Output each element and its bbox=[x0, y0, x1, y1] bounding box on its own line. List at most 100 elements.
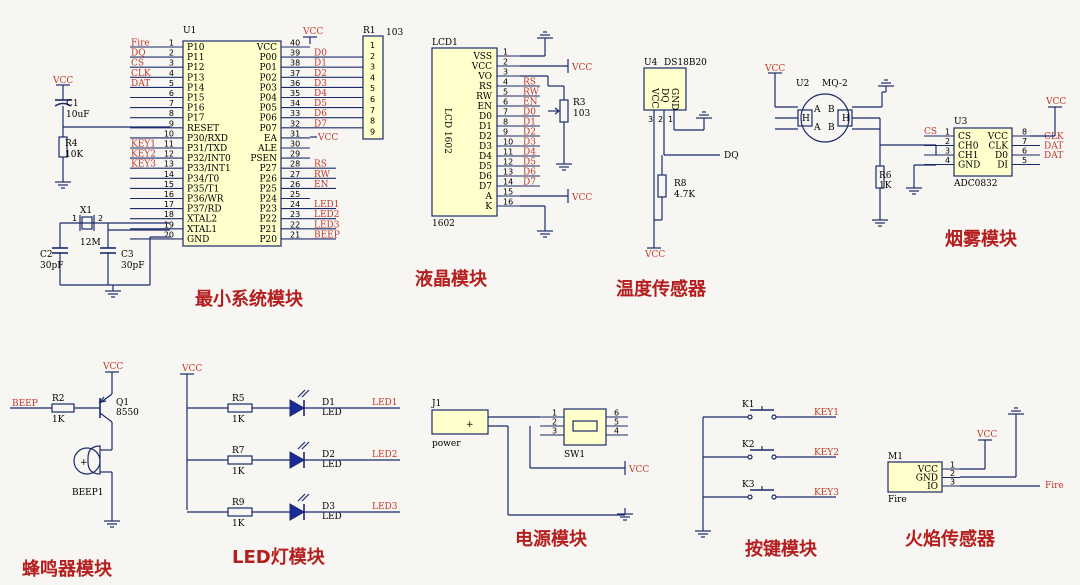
beep-vcc-label: VCC bbox=[102, 362, 123, 372]
key-net-label: KEY2 bbox=[814, 448, 839, 458]
key-contact bbox=[771, 454, 777, 460]
lcd-part: 1602 bbox=[432, 219, 455, 229]
mcu-pin-number: 15 bbox=[164, 180, 174, 189]
adc-vcc-label: VCC bbox=[1045, 97, 1066, 107]
j1-power-jack bbox=[431, 409, 489, 435]
r1-pin-number: 2 bbox=[370, 52, 375, 61]
x1-pin2: 2 bbox=[98, 214, 103, 223]
mq2-sensor bbox=[800, 93, 850, 143]
adc-right-net: DAT bbox=[1044, 151, 1063, 161]
mcu-pin-name: P02 bbox=[259, 73, 277, 83]
adc-pin-number: 1 bbox=[945, 128, 950, 137]
mcu-pin-name: P20 bbox=[259, 235, 277, 245]
mcu-pin-number: 28 bbox=[290, 160, 300, 169]
lcd-net-label: D5 bbox=[523, 158, 536, 168]
r6-value: 1K bbox=[879, 181, 892, 191]
lcd-pin-name: D4 bbox=[479, 152, 492, 162]
mcu-pin-name: P32/INT0 bbox=[187, 154, 231, 164]
mcu-right-net-label: D4 bbox=[314, 89, 327, 99]
led-diode-icon bbox=[289, 399, 306, 417]
mcu-right-net-label: D7 bbox=[314, 119, 327, 129]
adc-right-net: DAT bbox=[1044, 142, 1063, 152]
mq2-label-b2: B bbox=[828, 123, 835, 133]
led-diode-icon bbox=[289, 503, 306, 521]
c2-value: 30pF bbox=[40, 261, 63, 271]
title-temp: 温度传感器 bbox=[616, 278, 707, 300]
lcd-pin-name: EN bbox=[478, 102, 493, 112]
j1-ref: J1 bbox=[431, 399, 441, 409]
mcu-right-net-label: BEEP bbox=[314, 230, 340, 240]
mq2-label-b1: B bbox=[828, 105, 835, 115]
mcu-right-net-label: D2 bbox=[314, 69, 327, 79]
lcd-pin-name: VO bbox=[477, 72, 492, 82]
title-min-system: 最小系统模块 bbox=[195, 288, 304, 310]
mcu-pin-number: 35 bbox=[290, 89, 300, 98]
mcu-pin-number: 34 bbox=[290, 99, 300, 108]
mcu-pin-number: 2 bbox=[169, 49, 174, 58]
adc-pin-number: 2 bbox=[945, 137, 950, 146]
lcd-pin-number: 2 bbox=[503, 58, 508, 67]
led-resistor bbox=[227, 507, 253, 517]
mcu-pin-number: 24 bbox=[290, 200, 300, 209]
q1-ref: Q1 bbox=[116, 398, 129, 408]
mcu-left-net-label: KEY2 bbox=[131, 150, 156, 160]
mcu-pin-number: 25 bbox=[290, 190, 300, 199]
mcu-pin-name: P06 bbox=[259, 114, 277, 124]
mcu-pin-number: 26 bbox=[290, 180, 300, 189]
r1-pin-number: 3 bbox=[370, 63, 375, 72]
mcu-right-net-label: D5 bbox=[314, 99, 327, 109]
flame-pin-name: VCC bbox=[917, 465, 938, 475]
mcu-pin-number: 3 bbox=[169, 59, 174, 68]
mcu-right-net-label: LED3 bbox=[314, 220, 340, 230]
mcu-left-net-label: CLK bbox=[131, 69, 151, 79]
mcu-pin-name: P17 bbox=[187, 114, 205, 124]
r1-pin-number: 4 bbox=[370, 73, 375, 82]
led-resistor-ref: R9 bbox=[232, 498, 245, 508]
mcu-pin-name: P07 bbox=[259, 124, 277, 134]
mcu-pin-number: 18 bbox=[164, 210, 174, 219]
flame-pin-number: 2 bbox=[950, 469, 955, 478]
lcd-net-label: D4 bbox=[523, 148, 536, 158]
adc-pin-number: 5 bbox=[1022, 156, 1027, 165]
mcu-pin-name: GND bbox=[187, 235, 209, 245]
mq2-part: MQ-2 bbox=[822, 79, 848, 89]
mcu-pin-number: 23 bbox=[290, 210, 300, 219]
key-ref: K1 bbox=[742, 400, 754, 410]
adc-pin-name: CH0 bbox=[958, 142, 979, 152]
beep-net: BEEP bbox=[12, 399, 38, 409]
key-ref: K3 bbox=[742, 480, 755, 490]
adc-pin-number: 4 bbox=[945, 156, 950, 165]
lcd-pin-number: 10 bbox=[503, 138, 513, 147]
beep-block: BEEP R2 1K VCC Q1 8550 + BEEP1 蜂鸣器模块 bbox=[10, 362, 139, 580]
mcu-pin-name: EA bbox=[264, 134, 278, 144]
mcu-pin-number: 10 bbox=[164, 129, 174, 138]
flame-pin-name: GND bbox=[916, 474, 938, 484]
lcd-net-label: RW bbox=[523, 88, 540, 98]
lcd-pin-number: 5 bbox=[503, 88, 508, 97]
r3-value: 103 bbox=[573, 109, 590, 119]
mcu-pin-name: PSEN bbox=[250, 154, 277, 164]
sw-pin-number: 6 bbox=[614, 409, 619, 418]
lcd-net-label: RS bbox=[523, 78, 536, 88]
adc-pin-name: DI bbox=[997, 161, 1008, 171]
mcu-pin-name: ALE bbox=[257, 144, 277, 154]
mcu-pin-number: 5 bbox=[169, 79, 174, 88]
adc0832-body bbox=[953, 127, 1013, 177]
sw1-ref: SW1 bbox=[564, 450, 585, 460]
r1-resistor-network bbox=[362, 35, 384, 140]
r1-pin-number: 1 bbox=[370, 41, 375, 50]
mcu-pin-name: P10 bbox=[187, 43, 205, 53]
mcu-left-net-label: DAT bbox=[131, 79, 150, 89]
r1-value: 103 bbox=[386, 28, 403, 38]
sw-pin-number: 4 bbox=[614, 427, 619, 436]
temp-dq-net: DQ bbox=[724, 151, 739, 161]
title-smoke: 烟雾模块 bbox=[945, 228, 1018, 250]
key-contact bbox=[771, 494, 777, 500]
adc-pin-name: D0 bbox=[995, 151, 1008, 161]
r1-pin-number: 6 bbox=[370, 95, 375, 104]
buzzer-body bbox=[87, 445, 101, 475]
temp-ref: U4 bbox=[644, 58, 658, 68]
mcu-pin-name: P23 bbox=[259, 205, 277, 215]
